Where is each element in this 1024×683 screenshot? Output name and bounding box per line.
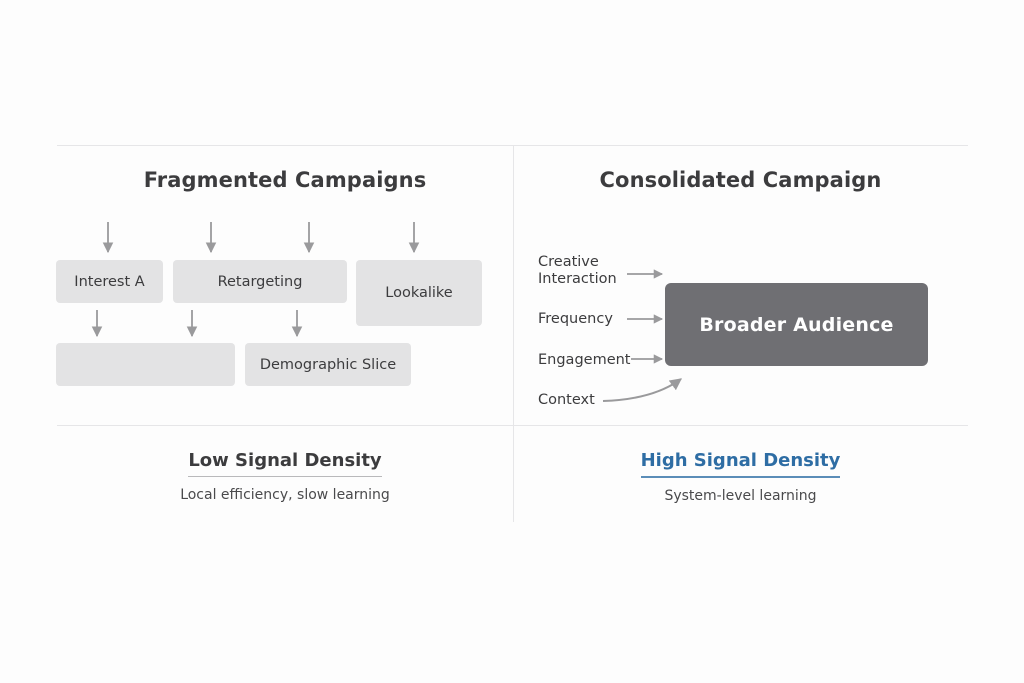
low-signal-density-heading: Low Signal Density [188, 450, 382, 477]
low-signal-density-block: Low Signal Density Local efficiency, slo… [57, 450, 513, 503]
campaign-box-label: Retargeting [217, 273, 303, 290]
campaign-box-lookalike[interactable]: Lookalike [356, 260, 482, 326]
broader-audience-label: Broader Audience [699, 313, 894, 336]
campaign-box-empty[interactable] [56, 343, 235, 386]
divider-vertical [513, 145, 514, 522]
low-signal-density-subtext: Local efficiency, slow learning [180, 487, 390, 503]
divider-middle [57, 425, 968, 426]
campaign-box-retargeting[interactable]: Retargeting [173, 260, 347, 303]
signal-label-engagement: Engagement [538, 352, 631, 368]
arrow-signal-context-curved [602, 378, 682, 402]
campaign-box-interest-a[interactable]: Interest A [56, 260, 163, 303]
divider-top [57, 145, 968, 146]
signal-label-creative: Creative Interaction [538, 254, 617, 288]
signal-label-frequency: Frequency [538, 311, 613, 327]
campaign-box-label: Lookalike [385, 285, 453, 301]
high-signal-density-heading: High Signal Density [640, 450, 841, 478]
campaign-box-demographic-slice[interactable]: Demographic Slice [245, 343, 411, 386]
broader-audience-box[interactable]: Broader Audience [665, 283, 928, 366]
signal-label-context: Context [538, 392, 595, 408]
right-panel-title: Consolidated Campaign [599, 168, 882, 192]
high-signal-density-block: High Signal Density System-level learnin… [513, 450, 968, 504]
high-signal-density-subtext: System-level learning [664, 488, 817, 504]
campaign-box-label: Demographic Slice [259, 356, 397, 373]
left-panel-title: Fragmented Campaigns [143, 168, 427, 192]
campaign-box-label: Interest A [74, 273, 145, 290]
